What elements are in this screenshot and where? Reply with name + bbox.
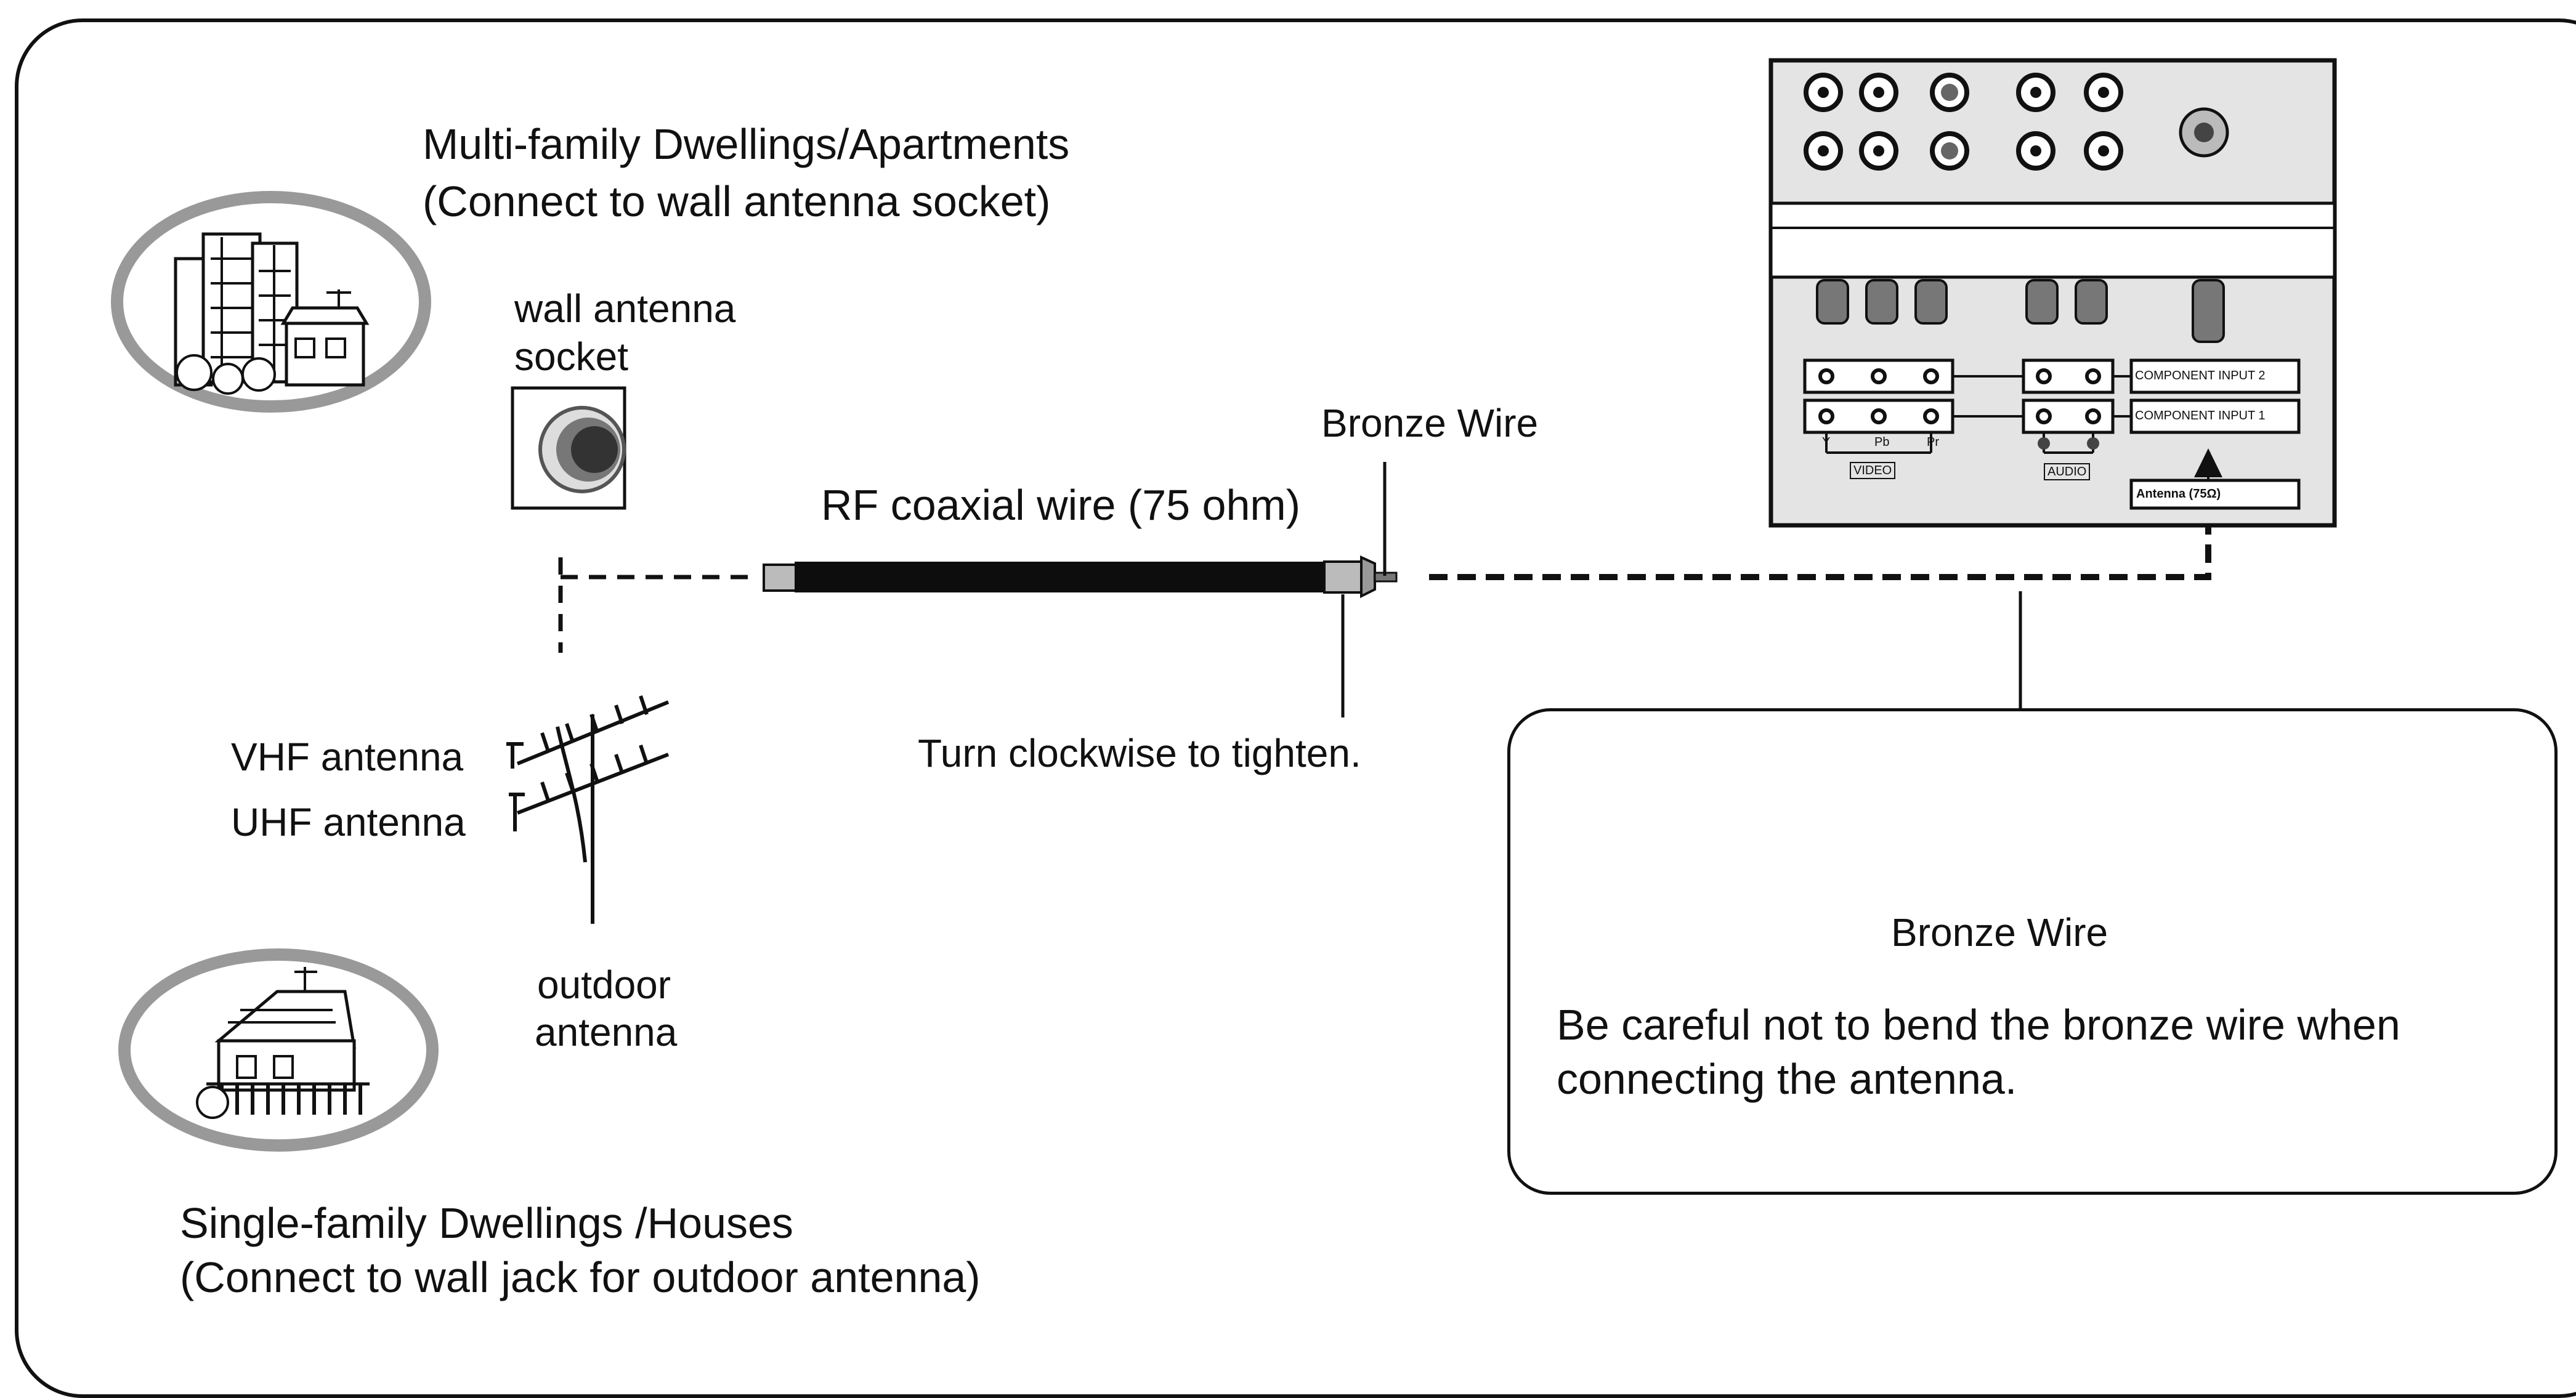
rf-coaxial-cable [763,555,1398,599]
antenna-input-label: Antenna (75Ω) [2136,487,2221,501]
apartment-illustration [111,191,431,413]
av-jacks-row [1804,73,2123,171]
inset-bronze-wire-label: Bronze Wire [1891,910,2108,955]
wall-socket-label-line1: wall antenna [514,286,736,331]
bronze-wire-warning: Be careful not to bend the bronze wire w… [1557,1001,2400,1103]
component-input-2-label: COMPONENT INPUT 2 [2135,369,2266,382]
leader-lines [1341,462,2022,717]
house-illustration [118,948,439,1152]
multi-family-subtitle: (Connect to wall antenna socket) [423,177,1051,225]
multi-family-title: Multi-family Dwellings/Apartments [423,120,1070,168]
jack-pb-label: Pb [1874,435,1890,449]
rf-coax-label: RF coaxial wire (75 ohm) [821,481,1300,529]
dashed-connection-lines [558,504,2211,653]
video-label: VIDEO [1850,462,1896,479]
component-input-1-label: COMPONENT INPUT 1 [2135,409,2266,422]
jack-y-label: Y [1822,435,1831,449]
vhf-antenna-label: VHF antenna [231,735,464,779]
jack-pr-label: Pr [1927,435,1939,449]
single-family-subtitle: (Connect to wall jack for outdoor antenn… [180,1253,981,1301]
uhf-antenna-label: UHF antenna [231,800,466,844]
bronze-wire-inset [1507,708,2558,1195]
single-family-title: Single-family Dwellings /Houses [180,1199,793,1247]
panel-plugs [1816,279,2225,343]
outdoor-antenna-label-line2: antenna [535,1010,678,1054]
wall-antenna-socket [511,386,626,510]
turn-clockwise-label: Turn clockwise to tighten. [918,731,1361,775]
tv-rear-panel [1768,58,2337,528]
bronze-wire-label: Bronze Wire [1321,401,1539,445]
outdoor-antenna-label-line1: outdoor [537,963,671,1007]
outdoor-antenna [506,695,670,924]
wall-socket-label-line2: socket [514,334,628,379]
audio-label: AUDIO [2044,463,2091,480]
